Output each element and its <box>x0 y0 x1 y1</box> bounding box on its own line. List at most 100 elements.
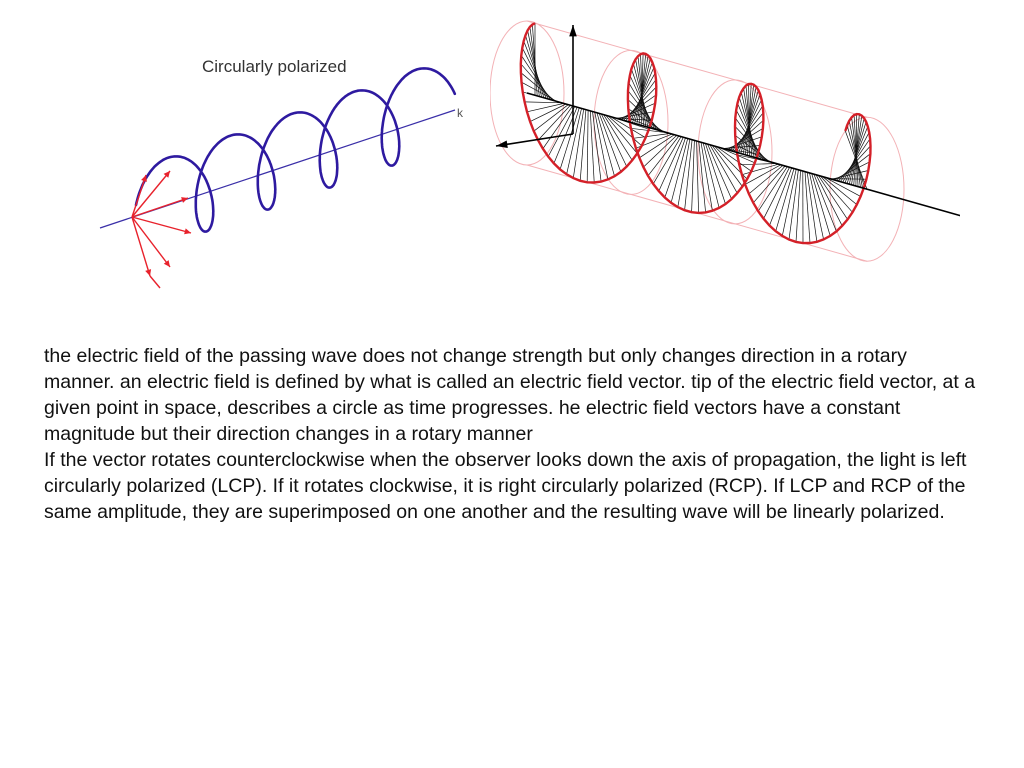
rotating-vector-31 <box>601 113 628 167</box>
rotating-vector-111 <box>741 163 779 176</box>
vertical-axis-arrowhead <box>569 25 577 37</box>
field-vector-5 <box>131 216 171 268</box>
rotating-vector-117 <box>769 167 793 226</box>
rotating-vector-88 <box>727 128 764 151</box>
field-vector-arrowhead-5 <box>163 260 170 267</box>
rotating-vector-100 <box>743 88 755 158</box>
rotating-vector-68 <box>658 137 684 192</box>
field-vector-6 <box>131 216 151 277</box>
rotating-vector-13 <box>524 101 562 104</box>
horizontal-axis-arrowhead <box>496 140 508 148</box>
body-text: the electric field of the passing wave d… <box>44 343 979 525</box>
horizontal-axis <box>495 133 574 147</box>
rotating-vector-125 <box>809 172 824 240</box>
rotating-vector-70 <box>670 138 689 203</box>
field-vector-1 <box>131 174 147 218</box>
rotating-vector-65 <box>643 135 677 168</box>
field-vector-arrowhead-1 <box>141 175 147 182</box>
rotating-vector-64 <box>639 134 675 159</box>
rotating-vector-25 <box>586 110 589 183</box>
rotating-vector-32 <box>603 114 633 161</box>
field-vector-4 <box>131 216 192 234</box>
rotating-vector-30 <box>598 113 622 173</box>
field-vector-3 <box>131 197 189 218</box>
rotating-vector-27 <box>592 111 602 182</box>
field-tip-helix <box>519 22 872 245</box>
field-vector-arrowhead-4 <box>184 228 191 235</box>
rotating-vector-148 <box>851 117 861 188</box>
axis-label-k: k <box>457 106 464 120</box>
rotating-vector-28 <box>594 112 609 180</box>
rotating-vector-18 <box>542 105 573 149</box>
rotating-vector-124 <box>806 172 818 242</box>
rotating-vector-3 <box>529 26 540 97</box>
rotating-vector-107 <box>734 135 770 162</box>
rotating-vector-77 <box>702 142 720 208</box>
rotating-vector-69 <box>664 137 686 198</box>
rotating-vector-72 <box>684 139 693 211</box>
rotating-vector-4 <box>527 30 542 98</box>
paragraph-description: the electric field of the passing wave d… <box>44 345 976 445</box>
rotating-vector-75 <box>698 141 706 213</box>
rotating-vector-34 <box>607 115 642 147</box>
rotating-vector-11 <box>521 81 558 102</box>
field-vector-arrowhead-3 <box>181 197 188 203</box>
rotating-vector-10 <box>520 72 556 102</box>
rotating-vector-35 <box>610 116 646 139</box>
rotating-vector-136 <box>833 161 870 181</box>
rotating-field-vector-cylinder-figure <box>490 20 960 262</box>
rotating-vector-78 <box>705 143 726 205</box>
rotating-vector-149 <box>848 120 863 189</box>
paragraph-lcp-rcp: If the vector rotates counterclockwise w… <box>44 449 967 523</box>
rotating-vector-131 <box>822 176 858 205</box>
rotating-vector-80 <box>709 144 738 194</box>
helix-curve <box>134 67 457 233</box>
rotating-vector-113 <box>748 165 784 195</box>
field-vector-tail <box>149 275 161 289</box>
rotating-vector-118 <box>775 168 795 232</box>
rotating-vector-151 <box>844 130 868 190</box>
field-vector-2 <box>131 170 171 218</box>
rotating-vector-123 <box>804 171 811 244</box>
rotating-vector-58 <box>627 99 662 132</box>
cylinder-cross-section-1 <box>490 20 565 166</box>
field-vector-arrowhead-2 <box>163 171 170 178</box>
rotating-vector-5 <box>525 35 545 98</box>
rotating-vector-81 <box>711 145 743 187</box>
rotating-vector-15 <box>529 103 567 122</box>
rotating-vector-73 <box>691 140 695 213</box>
rotating-vector-71 <box>677 139 691 208</box>
rotating-vector-24 <box>579 109 587 181</box>
rotating-vector-39 <box>618 102 656 120</box>
cylinder-top-edge <box>526 20 868 118</box>
rotating-vector-59 <box>628 108 664 132</box>
rotating-vector-22 <box>566 108 582 175</box>
rotating-vector-55 <box>629 75 655 130</box>
rotating-vector-26 <box>589 110 595 183</box>
rotating-vector-99 <box>745 85 753 157</box>
figure-title: Circularly polarized <box>202 57 347 76</box>
rotating-vector-14 <box>526 103 564 113</box>
rotating-vector-115 <box>757 166 788 212</box>
rotating-vector-16 <box>533 104 569 132</box>
rotating-vector-54 <box>631 68 653 129</box>
rotating-vector-67 <box>652 136 682 185</box>
rotating-vector-29 <box>596 112 615 177</box>
rotating-vector-62 <box>633 133 671 139</box>
rotating-vector-79 <box>707 143 732 200</box>
rotating-vector-120 <box>788 169 799 240</box>
rotating-vector-33 <box>605 115 638 154</box>
field-vector-arrowhead-6 <box>145 269 152 276</box>
rotating-vector-19 <box>547 106 576 157</box>
rotating-vector-132 <box>824 176 861 197</box>
rotating-vector-126 <box>811 173 831 236</box>
rotating-vector-106 <box>734 126 768 162</box>
rotating-vector-23 <box>572 108 585 179</box>
rotating-vector-127 <box>813 174 837 232</box>
rotating-vector-129 <box>818 175 848 220</box>
propagation-axis <box>526 92 960 217</box>
field-vectors <box>131 170 192 289</box>
rotating-vector-2 <box>532 24 538 96</box>
rotating-vector-17 <box>537 105 571 141</box>
